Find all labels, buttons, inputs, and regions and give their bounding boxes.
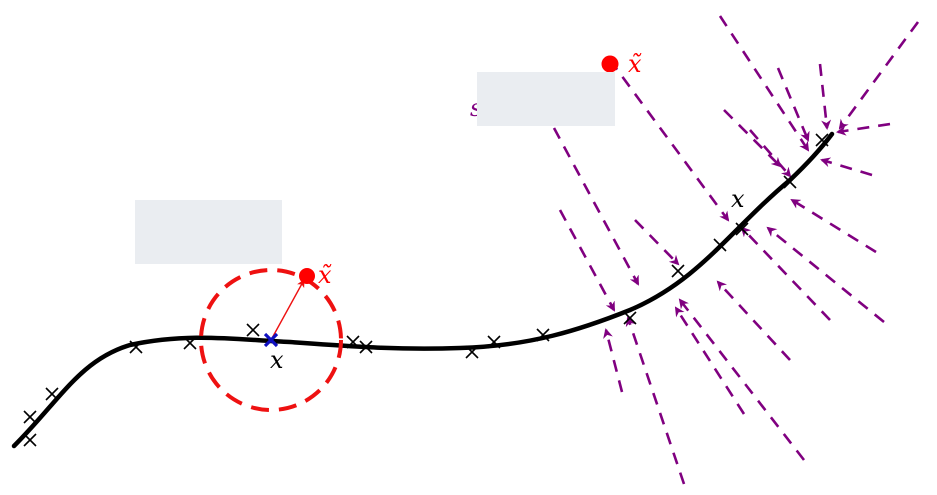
sample-marker [346,335,360,349]
field-arrow [625,316,686,485]
redaction-box-top [477,72,615,126]
field-arrow [674,306,746,415]
field-arrow [608,59,730,222]
sample-marker [23,433,37,447]
field-arrow [749,129,792,178]
sample-marker [713,238,727,252]
sample-marker [623,311,637,325]
field-arrow [603,328,624,393]
field-arrow [838,21,920,130]
field-arrow [718,15,810,152]
sample-marker [359,340,373,354]
field-arrow [558,209,616,312]
field-arrow [836,122,891,136]
field-arrow [820,157,873,177]
sample-marker [536,328,550,342]
manifold-curve [11,131,835,449]
field-arrow [790,198,877,254]
vector-field [552,15,920,485]
sample-marker [129,340,143,354]
field-arrow [678,298,806,461]
noise-displacement-arrow [270,279,305,341]
field-arrow [776,67,810,142]
label-far-x-tilde: x̃ [628,50,642,78]
sample-marker [183,336,197,350]
sample-marker [783,175,797,189]
field-arrow [740,226,831,321]
sample-marker [23,410,37,424]
sample-marker [465,345,479,359]
noisy-point [299,268,315,284]
field-arrow [818,63,832,130]
sample-marker [487,335,501,349]
label-x-tilde: x̃ [318,261,332,289]
field-arrow [766,226,885,324]
sample-marker [45,387,59,401]
noise-ball [199,268,343,412]
far-noisy-point [601,55,619,73]
sample-marker [735,222,749,236]
label-x: x [270,346,284,374]
label-x-near-arrows: x [731,185,745,213]
field-arrow [552,127,640,286]
field-arrow [723,109,782,168]
sample-marker [246,323,260,337]
sample-marker [671,264,685,278]
clean-point-marker [263,332,279,348]
sample-points [23,133,829,447]
field-arrow [634,219,680,266]
field-arrow [716,280,791,361]
redaction-box-left [135,200,282,264]
sample-marker [815,133,829,147]
